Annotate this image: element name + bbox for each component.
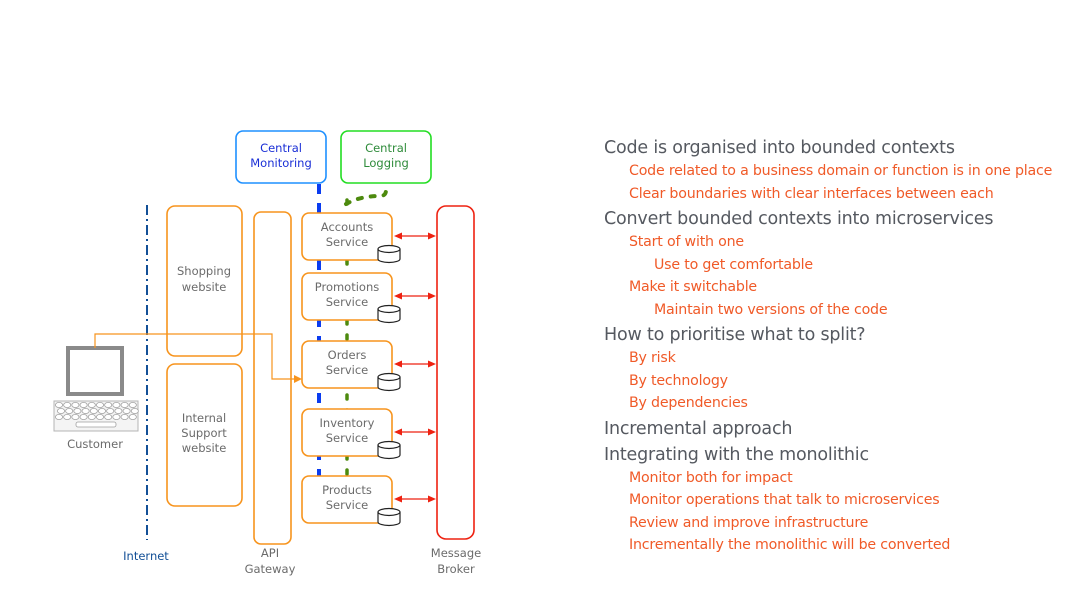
broker-connection-arrow xyxy=(394,360,436,368)
bullet-item: Review and improve infrastructure xyxy=(629,514,869,531)
broker-connection-arrow xyxy=(394,495,436,503)
message-broker-label-1: Message xyxy=(431,546,481,560)
architecture-diagram: Central Monitoring Central Logging Inter… xyxy=(53,130,481,576)
api-gateway-label-1: API xyxy=(261,546,279,560)
shopping-label-2: website xyxy=(182,280,227,294)
service-label: Orders xyxy=(328,348,367,362)
message-broker-label-2: Broker xyxy=(437,562,475,576)
logging-label-1: Central xyxy=(365,141,407,155)
bullet-heading: Code is organised into bounded contexts xyxy=(604,138,955,158)
database-icon xyxy=(377,507,401,527)
bullet-item: Monitor operations that talk to microser… xyxy=(629,492,940,508)
service-label: Service xyxy=(326,295,369,309)
bullet-item: Monitor both for impact xyxy=(629,469,793,486)
logging-label-2: Logging xyxy=(363,156,409,170)
service-label: Inventory xyxy=(320,416,375,430)
api-gateway-box: API Gateway xyxy=(245,211,296,576)
shopping-label-1: Shopping xyxy=(177,264,231,278)
customer-request-line xyxy=(94,333,296,380)
service-label: Promotions xyxy=(315,280,380,294)
service-label: Products xyxy=(322,483,372,497)
logging-connector xyxy=(344,188,388,206)
service-label: Service xyxy=(326,235,369,249)
service-label: Service xyxy=(326,363,369,377)
broker-connection-arrow xyxy=(394,232,436,240)
message-broker-box: Message Broker xyxy=(431,205,481,576)
bullet-item: Start of with one xyxy=(629,234,744,250)
api-gateway-label-2: Gateway xyxy=(245,562,296,576)
support-label-2: Support xyxy=(181,426,227,440)
central-logging-box: Central Logging xyxy=(340,130,432,184)
database-icon xyxy=(377,440,401,460)
bullet-item: By risk xyxy=(629,350,676,366)
broker-connection-arrow xyxy=(394,428,436,436)
bullet-item: Incrementally the monolithic will be con… xyxy=(629,537,951,553)
internal-support-website-box: Internal Support website xyxy=(166,363,243,507)
service-label: Service xyxy=(326,498,369,512)
internet-label: Internet xyxy=(123,549,169,563)
bullet-item: Clear boundaries with clear interfaces b… xyxy=(629,185,994,202)
database-icon xyxy=(377,372,401,392)
bullet-heading: Convert bounded contexts into microservi… xyxy=(604,209,994,229)
support-label-3: website xyxy=(182,441,227,455)
bullet-heading: How to prioritise what to split? xyxy=(604,325,866,345)
customer-computer-icon xyxy=(53,346,139,432)
bullet-heading: Incremental approach xyxy=(604,418,793,439)
support-label-1: Internal xyxy=(182,411,226,425)
request-arrowhead xyxy=(294,375,302,383)
service-label: Service xyxy=(326,431,369,445)
customer-label: Customer xyxy=(67,437,123,451)
broker-connection-arrow xyxy=(394,292,436,300)
monitoring-label-2: Monitoring xyxy=(250,156,312,170)
central-monitoring-box: Central Monitoring xyxy=(235,130,327,184)
bullet-heading: Integrating with the monolithic xyxy=(604,444,869,465)
bullet-item: By dependencies xyxy=(629,395,748,411)
bullet-item: Make it switchable xyxy=(629,279,757,295)
monitoring-label-1: Central xyxy=(260,141,302,155)
bullet-item: Maintain two versions of the code xyxy=(654,301,888,318)
bullet-item: Code related to a business domain or fun… xyxy=(629,163,1053,179)
database-icon xyxy=(377,304,401,324)
service-label: Accounts xyxy=(321,220,373,234)
database-icon xyxy=(377,244,401,264)
shopping-website-box: Shopping website xyxy=(166,205,243,357)
bullet-item: Use to get comfortable xyxy=(654,256,813,273)
bullet-item: By technology xyxy=(629,372,728,389)
